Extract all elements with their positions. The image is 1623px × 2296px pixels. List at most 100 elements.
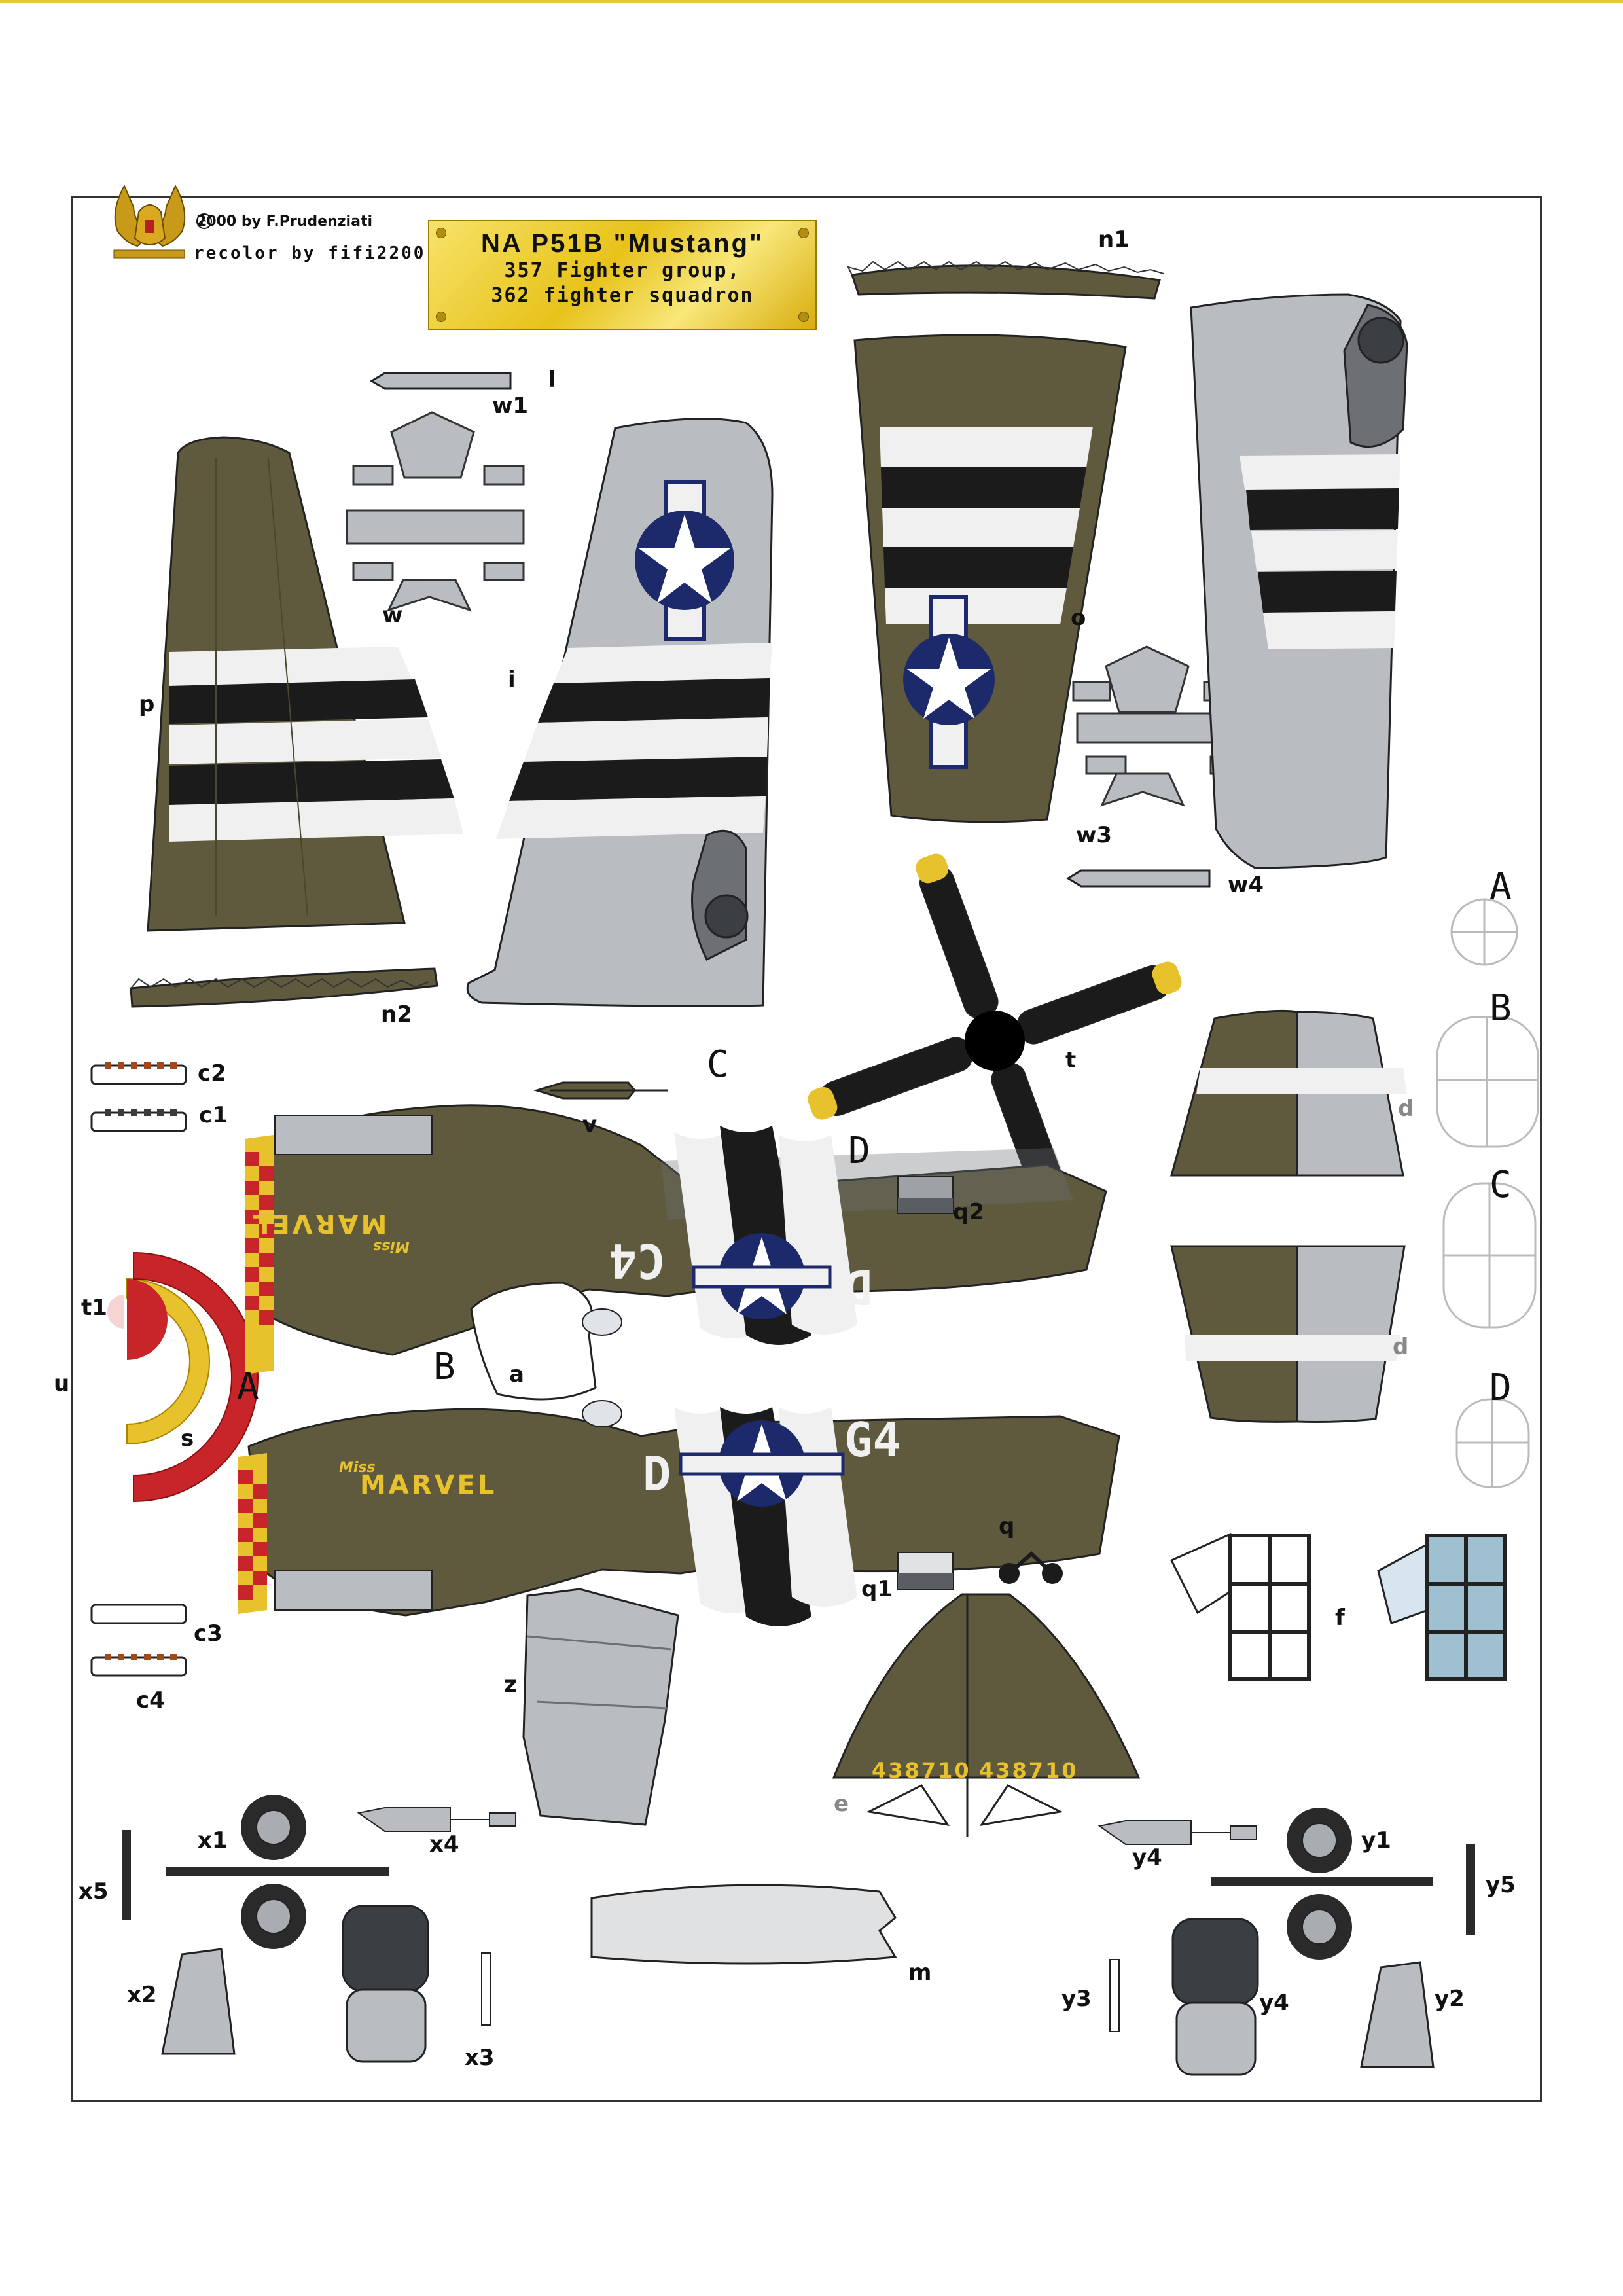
- label-q2: q2: [953, 1199, 984, 1225]
- nose-script-right: Miss: [339, 1460, 376, 1476]
- label-x1: x1: [198, 1827, 228, 1854]
- part-y2-door: [1360, 1961, 1435, 2068]
- nose-name-right: MARVEL: [360, 1470, 497, 1500]
- former-C-mark: C: [1489, 1164, 1512, 1206]
- label-x2: x2: [127, 1982, 157, 2008]
- label-v: v: [582, 1111, 597, 1138]
- label-p: p: [139, 691, 155, 717]
- part-n2-strip: [130, 967, 438, 1008]
- label-w3: w3: [1076, 822, 1113, 848]
- label-c3: c3: [194, 1621, 223, 1647]
- part-x2-door: [161, 1948, 236, 2055]
- label-x3: x3: [465, 2045, 495, 2071]
- part-spinner-arcs: [107, 1251, 259, 1503]
- eagle-logo-icon: [113, 184, 186, 259]
- part-f-canopy-left: [1169, 1532, 1311, 1681]
- label-e: e: [834, 1791, 849, 1817]
- fuselage-A-mark: A: [237, 1365, 259, 1408]
- part-w-wheel-well: [346, 411, 525, 612]
- former-D-mark: D: [1489, 1367, 1512, 1409]
- part-p-wing-top: [147, 436, 463, 932]
- code-top-letter: D: [844, 1259, 873, 1314]
- code-bottom: G4: [844, 1412, 901, 1467]
- nose-script-left: Miss: [373, 1238, 410, 1255]
- label-u: u: [54, 1371, 70, 1397]
- part-y5: [1466, 1844, 1475, 1935]
- plate-line-1: 357 Fighter group,: [504, 259, 741, 282]
- label-c4: c4: [136, 1687, 165, 1713]
- plate-title: NA P51B "Mustang": [481, 229, 764, 258]
- wheel-x1-icon: [166, 1795, 389, 1949]
- label-y3: y3: [1061, 1986, 1092, 2012]
- part-f-canopy-right: [1377, 1534, 1507, 1681]
- part-c-exhausts: [90, 1062, 187, 1677]
- former-outlines: [1436, 898, 1539, 1488]
- part-wing-underside-right: [1190, 293, 1408, 869]
- label-w1: w1: [492, 393, 529, 419]
- part-w1-strip: [370, 372, 512, 390]
- part-w4-strip: [1066, 869, 1211, 888]
- copyright-text: 2000 by F.Prudenziati: [196, 213, 373, 230]
- label-q1: q1: [861, 1576, 893, 1602]
- part-tailplane-top: [1170, 1009, 1407, 1177]
- part-q2-block: [897, 1176, 954, 1214]
- part-tailplane-bottom: [1170, 1245, 1406, 1423]
- part-i-wing-underside: [466, 418, 774, 1007]
- serial-left: 438710: [872, 1758, 971, 1783]
- part-x3-pin: [481, 1952, 491, 2026]
- label-i: i: [508, 666, 516, 692]
- label-y2: y2: [1435, 1986, 1465, 2012]
- part-q1-block: [897, 1552, 954, 1590]
- copyright-icon: [196, 213, 212, 229]
- part-y4-strut: [1097, 1820, 1257, 1845]
- label-w4: w4: [1228, 872, 1264, 898]
- label-t1: t1: [81, 1295, 107, 1321]
- label-z: z: [504, 1672, 517, 1698]
- top-accent-line: [0, 0, 1623, 3]
- code-top: C4: [609, 1233, 666, 1288]
- label-y4-cover: y4: [1259, 1990, 1289, 2016]
- label-y4-strut: y4: [1132, 1844, 1162, 1871]
- former-B-mark: B: [1489, 987, 1512, 1030]
- code-bottom-letter: D: [643, 1446, 671, 1501]
- part-y3-pin: [1109, 1959, 1120, 2032]
- label-t: t: [1065, 1047, 1077, 1073]
- nose-name-left: MARVEL: [250, 1208, 387, 1238]
- title-plate: NA P51B "Mustang" 357 Fighter group, 362…: [428, 220, 817, 330]
- fuselage-C-mark: C: [707, 1043, 729, 1086]
- serial-right: 438710: [979, 1758, 1079, 1783]
- label-x4: x4: [429, 1831, 459, 1857]
- screw-icon: [798, 312, 809, 322]
- label-l: l: [548, 367, 556, 393]
- wheel-y1-icon: [1211, 1808, 1433, 1960]
- label-y1: y1: [1361, 1827, 1391, 1854]
- label-f: f: [1335, 1605, 1345, 1631]
- fuselage-B-mark: B: [433, 1346, 455, 1388]
- label-w: w: [382, 602, 403, 628]
- label-d-top: d: [1398, 1096, 1414, 1122]
- label-c2: c2: [198, 1060, 226, 1086]
- part-x-wheel-cover: [342, 1905, 429, 2063]
- part-y-wheel-cover: [1171, 1918, 1259, 2076]
- label-a: a: [509, 1361, 524, 1388]
- screw-icon: [436, 312, 446, 322]
- part-n1-strip: [851, 264, 1161, 300]
- part-fuselage-right-half: [238, 1407, 1120, 1626]
- part-x4-strut: [357, 1807, 516, 1832]
- label-s: s: [181, 1426, 194, 1452]
- svg-text:c: c: [200, 216, 206, 228]
- part-o-wing-top: [853, 334, 1127, 823]
- label-c1: c1: [199, 1102, 228, 1128]
- part-e-tail: [832, 1593, 1141, 1837]
- label-x5: x5: [79, 1878, 109, 1905]
- screw-icon: [436, 228, 446, 238]
- label-m: m: [908, 1960, 932, 1986]
- label-y5: y5: [1486, 1872, 1516, 1898]
- label-q: q: [999, 1513, 1015, 1539]
- label-n1: n1: [1098, 226, 1130, 253]
- label-n2: n2: [381, 1001, 412, 1028]
- label-o: o: [1071, 605, 1086, 631]
- sheet-frame: [71, 196, 1542, 2102]
- plate-line-2: 362 fighter squadron: [491, 284, 754, 307]
